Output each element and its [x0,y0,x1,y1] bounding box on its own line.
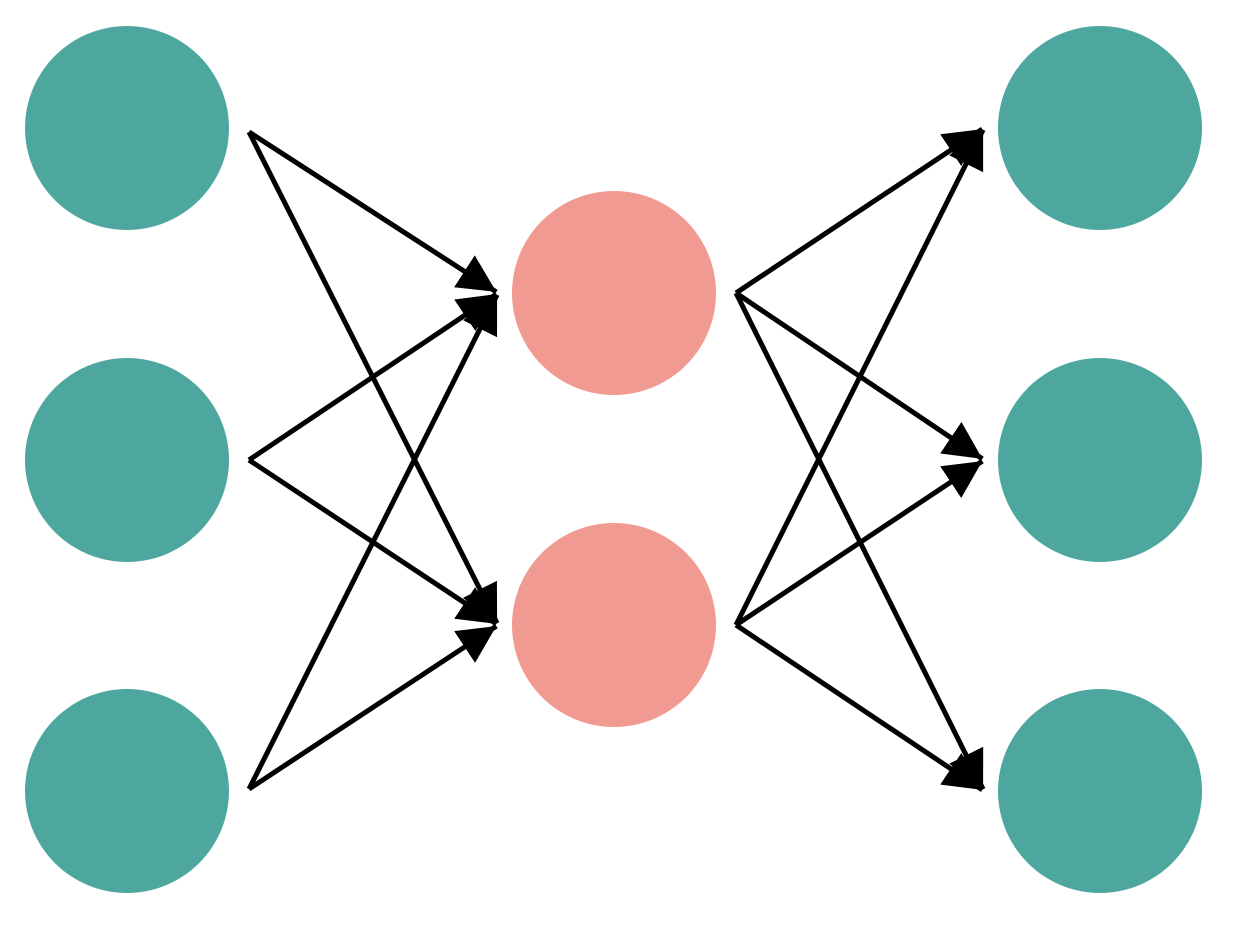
edge-input-0-to-hidden-0 [247,129,498,295]
node-input-1 [25,358,229,562]
edge-hidden-1-to-output-2 [734,622,984,792]
edge-hidden-1-to-output-0 [733,128,986,627]
nodes [25,26,1202,893]
edge-hidden-1-to-output-1 [734,459,984,628]
node-output-1 [998,358,1202,562]
node-hidden-0 [512,191,716,395]
node-input-0 [25,26,229,230]
edge-input-2-to-hidden-1 [247,624,498,792]
edges [246,127,986,792]
edge-input-1-to-hidden-0 [247,292,498,463]
edge-hidden-0-to-output-0 [734,127,984,296]
node-output-2 [998,689,1202,893]
node-hidden-1 [512,523,716,727]
node-input-2 [25,689,229,893]
node-output-0 [998,26,1202,230]
edge-input-2-to-hidden-0 [246,293,500,791]
